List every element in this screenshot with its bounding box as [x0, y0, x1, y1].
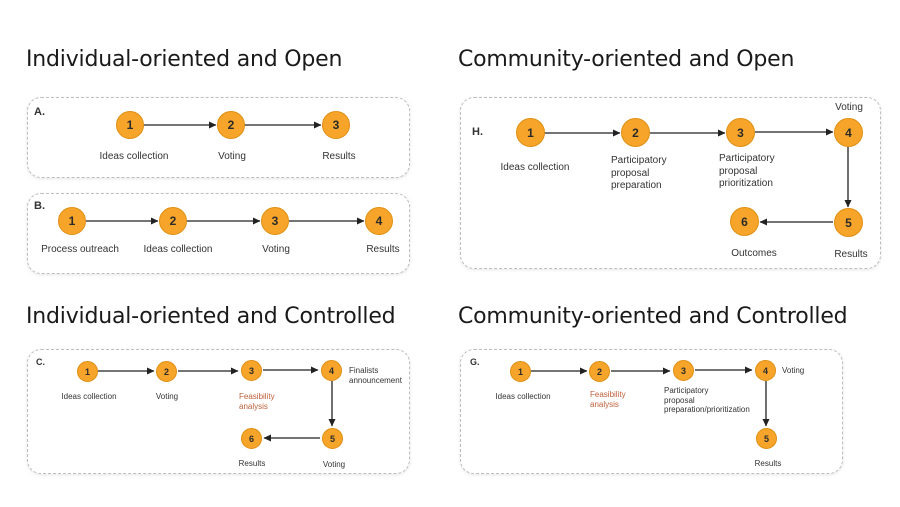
step-label: Voting — [218, 151, 246, 162]
heading-individual-open: Individual-oriented and Open — [26, 47, 343, 72]
step-label: Ideas collection — [99, 151, 169, 162]
step-node: 2 — [589, 361, 610, 382]
step-label: Ideas collection — [61, 392, 117, 401]
step-node: 3 — [261, 207, 289, 235]
step-label: Voting — [262, 244, 290, 255]
step-label: Outcomes — [731, 248, 777, 259]
step-node: 4 — [834, 118, 863, 147]
step-node: 6 — [730, 207, 759, 236]
step-node: 1 — [516, 118, 545, 147]
step-node: 1 — [77, 361, 98, 382]
panel-b-label: B. — [34, 200, 45, 212]
step-node: 1 — [116, 111, 144, 139]
step-label: Feasibility analysis — [590, 390, 626, 409]
step-node: 6 — [241, 428, 262, 449]
panel-g-label: G. — [470, 357, 480, 367]
step-node: 3 — [673, 360, 694, 381]
step-label: Participatory proposal prioritization — [719, 153, 775, 189]
step-node: 3 — [241, 360, 262, 381]
panel-a-label: A. — [34, 106, 45, 118]
step-label: Process outreach — [41, 244, 119, 255]
step-node: 4 — [321, 360, 342, 381]
step-node: 5 — [322, 428, 343, 449]
step-node: 2 — [156, 361, 177, 382]
step-label: Voting — [782, 366, 805, 375]
step-label: Results — [322, 151, 356, 162]
step-node: 5 — [834, 208, 863, 237]
step-node: 4 — [365, 207, 393, 235]
step-label: Voting — [835, 102, 863, 113]
step-label: Participatory proposal preparation/prior… — [664, 386, 750, 415]
heading-community-controlled: Community-oriented and Controlled — [458, 304, 848, 329]
panel-a — [27, 97, 410, 178]
panel-c-label: C. — [36, 357, 45, 367]
step-label: Ideas collection — [500, 162, 570, 173]
step-label: Ideas collection — [495, 392, 551, 401]
step-node: 2 — [159, 207, 187, 235]
heading-individual-controlled: Individual-oriented and Controlled — [26, 304, 396, 329]
step-label: Participatory proposal preparation — [611, 155, 667, 191]
step-node: 1 — [510, 361, 531, 382]
step-label: Results — [834, 249, 868, 260]
step-label: Ideas collection — [143, 244, 213, 255]
step-node: 3 — [726, 118, 755, 147]
panel-h-label: H. — [472, 126, 483, 138]
step-node: 2 — [621, 118, 650, 147]
step-node: 1 — [58, 207, 86, 235]
step-node: 3 — [322, 111, 350, 139]
step-label: Finalists announcement — [349, 366, 402, 385]
heading-community-open: Community-oriented and Open — [458, 47, 795, 72]
step-node: 4 — [755, 360, 776, 381]
step-label: Results — [754, 459, 782, 468]
step-node: 5 — [756, 428, 777, 449]
step-label: Voting — [322, 460, 346, 469]
step-label: Voting — [155, 392, 179, 401]
step-label: Results — [238, 459, 266, 468]
step-node: 2 — [217, 111, 245, 139]
step-label: Results — [366, 244, 400, 255]
step-label: Feasibility analysis — [239, 392, 275, 411]
panel-b — [27, 193, 410, 274]
